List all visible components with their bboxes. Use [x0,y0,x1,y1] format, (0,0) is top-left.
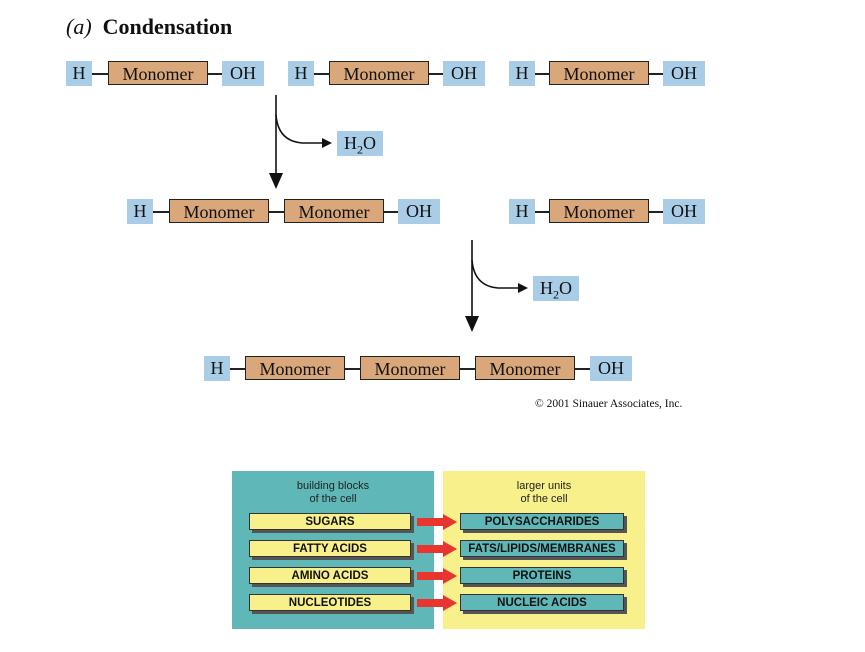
bond [649,73,663,75]
monomer-box: Monomer [108,61,208,85]
bond [429,73,443,75]
monomer-box: Monomer [284,199,384,223]
larger-unit-polysaccharides: POLYSACCHARIDES [460,513,624,530]
red-arrow-icon [417,514,457,530]
oh-group: OH [663,61,705,86]
h-group: H [127,199,153,224]
bond [314,73,329,75]
monomer-box: Monomer [360,356,460,380]
monomer-box: Monomer [549,199,649,223]
building-block-sugars: SUGARS [249,513,411,530]
bond [345,368,360,370]
oh-group: OH [222,61,264,86]
monomer-box: Monomer [475,356,575,380]
bond [153,211,169,213]
monomer-box: Monomer [245,356,345,380]
oh-group: OH [590,356,632,381]
bond [535,211,549,213]
bond [460,368,475,370]
monomer-box: Monomer [169,199,269,223]
larger-unit-fats-lipids-membranes: FATS/LIPIDS/MEMBRANES [460,540,624,557]
bond [384,211,398,213]
figure-heading: Condensation [102,14,233,39]
building-block-nucleotides: NUCLEOTIDES [249,594,411,611]
h-group: H [509,199,535,224]
figure-tag: (a) [66,14,92,39]
red-arrow-icon [417,541,457,557]
bond [649,211,663,213]
h-group: H [288,61,314,86]
monomer-box: Monomer [549,61,649,85]
bond [575,368,590,370]
larger-unit-nucleic-acids: NUCLEIC ACIDS [460,594,624,611]
panel-heading-right: larger units of the cell [516,480,572,505]
condensation-arrow [465,240,528,332]
water-label: H2O [337,131,383,157]
bond [208,73,222,75]
building-block-fatty-acids: FATTY ACIDS [249,540,411,557]
h-group: H [509,61,535,86]
panel-heading-left: building blocks of the cell [296,480,370,505]
red-arrow-icon [417,595,457,611]
monomer-box: Monomer [329,61,429,85]
oh-group: OH [443,61,485,86]
bond [269,211,284,213]
water-label: H2O [533,276,579,302]
oh-group: OH [663,199,705,224]
bond [230,368,245,370]
building-block-amino-acids: AMINO ACIDS [249,567,411,584]
bond [92,73,108,75]
h-group: H [66,61,92,86]
larger-unit-proteins: PROTEINS [460,567,624,584]
condensation-arrow [269,95,332,189]
bond [535,73,549,75]
oh-group: OH [398,199,440,224]
h-group: H [204,356,230,381]
figure-title: (a) Condensation [66,14,232,40]
copyright-notice: © 2001 Sinauer Associates, Inc. [535,398,683,410]
red-arrow-icon [417,568,457,584]
